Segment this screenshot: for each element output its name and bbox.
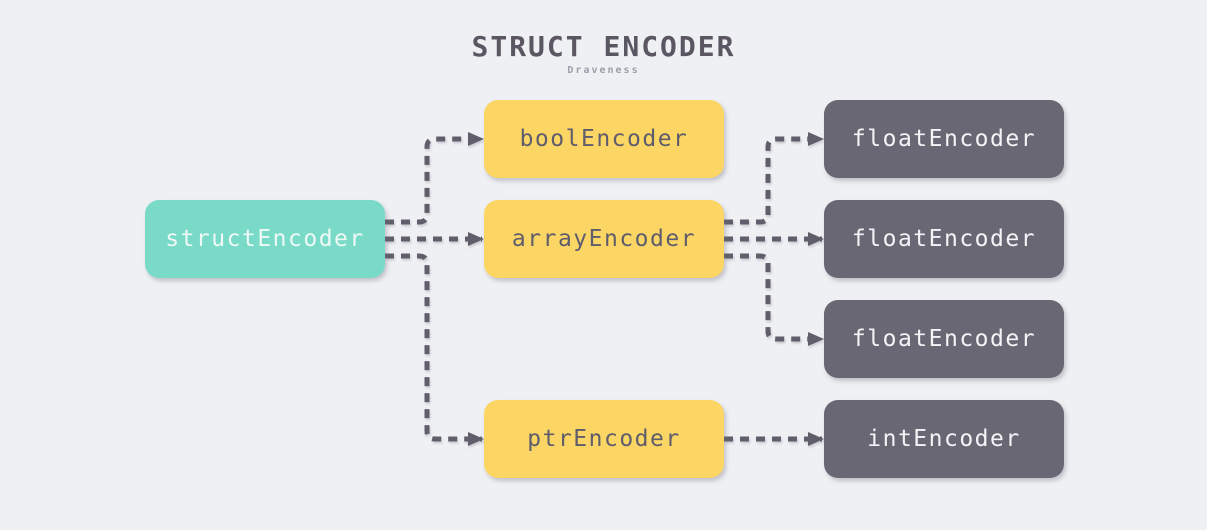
node-ptrEncoder-label: ptrEncoder: [527, 426, 681, 452]
edge-arrayEncoder-floatEncoder1: [724, 132, 824, 225]
node-floatEncoder-2: floatEncoder: [824, 200, 1064, 278]
node-structEncoder: structEncoder: [145, 200, 385, 278]
node-ptrEncoder: ptrEncoder: [484, 400, 724, 478]
node-floatEncoder-1: floatEncoder: [824, 100, 1064, 178]
node-boolEncoder: boolEncoder: [484, 100, 724, 178]
node-floatEncoder-2-label: floatEncoder: [851, 226, 1037, 252]
node-structEncoder-label: structEncoder: [165, 226, 365, 252]
node-floatEncoder-3: floatEncoder: [824, 300, 1064, 378]
edge-structEncoder-ptrEncoder: [385, 253, 484, 446]
node-arrayEncoder: arrayEncoder: [484, 200, 724, 278]
node-boolEncoder-label: boolEncoder: [519, 126, 689, 152]
node-floatEncoder-3-label: floatEncoder: [851, 326, 1037, 352]
node-intEncoder: intEncoder: [824, 400, 1064, 478]
node-floatEncoder-1-label: floatEncoder: [851, 126, 1037, 152]
diagram-title: STRUCT ENCODER: [471, 30, 736, 63]
edge-structEncoder-boolEncoder: [385, 132, 484, 225]
edge-arrayEncoder-floatEncoder3: [724, 253, 824, 346]
diagram-subtitle: Draveness: [567, 65, 640, 76]
node-intEncoder-label: intEncoder: [867, 426, 1021, 452]
node-arrayEncoder-label: arrayEncoder: [511, 226, 697, 252]
